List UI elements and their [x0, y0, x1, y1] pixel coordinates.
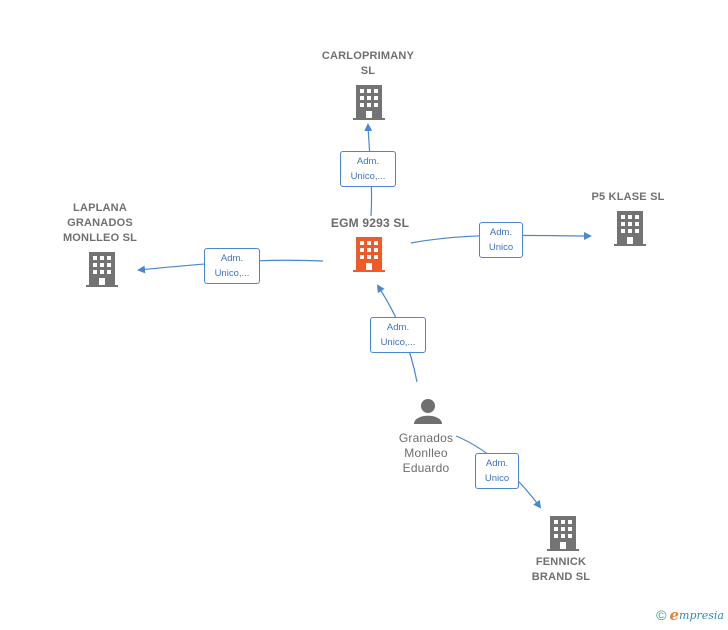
edge-label-line1: Adm. — [386, 322, 410, 333]
edge-label-line1: Adm. — [220, 253, 244, 264]
brand-logo-initial: e — [669, 606, 680, 624]
building-icon-fennick[interactable] — [547, 516, 579, 551]
edge-label-to-p5klase[interactable]: Adm. Unico — [479, 222, 523, 258]
edge-label-line1: Adm. — [485, 458, 509, 469]
node-label-carloprimany[interactable]: CARLOPRIMANY SL — [321, 50, 415, 77]
edge-label-line2: Unico — [488, 242, 514, 253]
building-icon-carloprimany[interactable] — [353, 85, 385, 120]
person-icon-granados[interactable] — [414, 399, 442, 424]
building-icon-center[interactable] — [353, 237, 385, 272]
node-label-center[interactable]: EGM 9293 SL — [330, 216, 410, 230]
node-label-granados[interactable]: Granados Monlleo Eduardo — [398, 431, 454, 475]
copyright-icon: © — [656, 607, 667, 623]
edge-label-to-laplana[interactable]: Adm. Unico,... — [204, 248, 260, 284]
node-label-fennick[interactable]: FENNICK BRAND SL — [531, 556, 591, 583]
brand-logo-name: mpresia — [679, 608, 724, 622]
building-icon-p5klase[interactable] — [614, 211, 646, 246]
edge-label-granados-to-center[interactable]: Adm. Unico,... — [370, 317, 426, 353]
edge-label-line2: Unico,... — [350, 171, 386, 182]
edge-label-granados-to-fennick[interactable]: Adm. Unico — [475, 453, 519, 489]
building-icon-laplana[interactable] — [86, 252, 118, 287]
edge-label-line2: Unico — [484, 473, 510, 484]
node-label-laplana[interactable]: LAPLANA GRANADOS MONLLEO SL — [62, 202, 138, 244]
edge-label-to-carloprimany[interactable]: Adm. Unico,... — [340, 151, 396, 187]
edge-label-line1: Adm. — [356, 156, 380, 167]
edge-label-line2: Unico,... — [214, 268, 250, 279]
node-label-p5klase[interactable]: P5 KLASE SL — [591, 191, 665, 203]
edge-label-line2: Unico,... — [380, 337, 416, 348]
edge-label-line1: Adm. — [489, 227, 513, 238]
